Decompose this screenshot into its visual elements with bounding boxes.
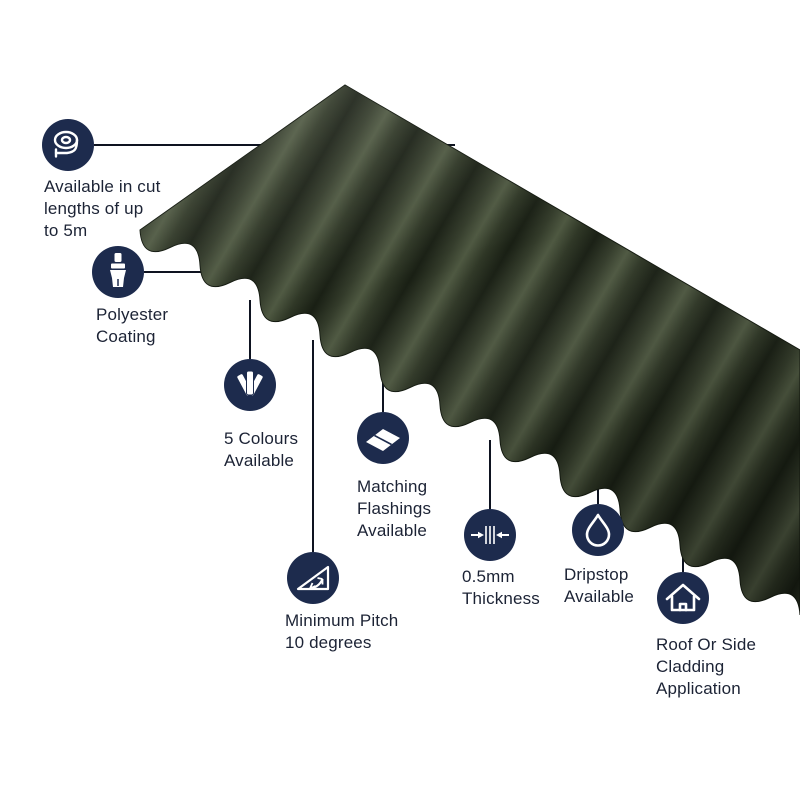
water-droplet-icon (572, 504, 624, 556)
corrugated-sheet (139, 84, 800, 616)
paintbrush-icon (92, 246, 144, 298)
feature-label-minimum-pitch: Minimum Pitch 10 degrees (285, 611, 399, 652)
house-icon (657, 572, 709, 624)
thickness-arrows-icon (464, 509, 516, 561)
tape-measure-icon (42, 119, 94, 171)
flashing-icon (357, 412, 409, 464)
feature-label-thickness: 0.5mm Thickness (462, 567, 540, 608)
feature-label-cut-lengths: Available in cut lengths of up to 5m (44, 177, 161, 240)
feature-label-cladding: Roof Or Side Cladding Application (656, 635, 757, 698)
feature-label-polyester-coating: Polyester Coating (96, 305, 169, 346)
pitch-angle-icon (287, 552, 339, 604)
feature-label-dripstop: Dripstop Available (564, 565, 635, 606)
colour-swatches-icon (224, 359, 276, 411)
feature-label-matching-flashings: Matching Flashings Available (357, 477, 432, 540)
feature-label-five-colours: 5 Colours Available (224, 429, 299, 470)
